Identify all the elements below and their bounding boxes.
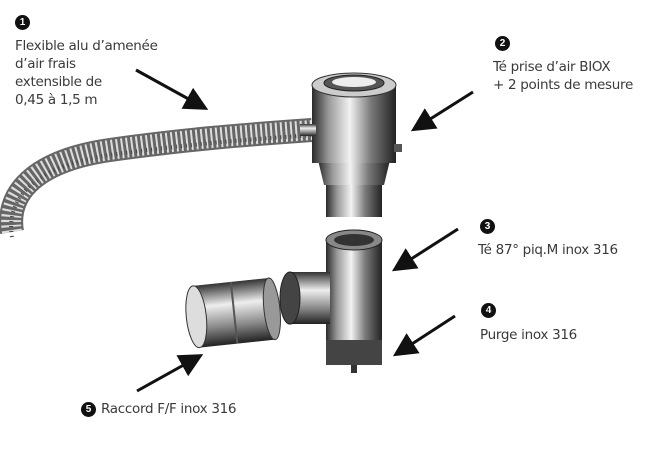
callout-3-badge: 3 bbox=[480, 219, 495, 234]
callout-1-line: Flexible alu d’amenée bbox=[15, 38, 158, 54]
callout-5-badge: 5 bbox=[81, 402, 96, 417]
callout-2-line: + 2 points de mesure bbox=[493, 77, 634, 93]
callout-1-line: 0,45 à 1,5 m bbox=[15, 92, 98, 108]
callout-5-label: Raccord F/F inox 316 bbox=[101, 401, 237, 417]
arrow-4 bbox=[392, 314, 456, 357]
arrow-2 bbox=[410, 90, 474, 132]
callout-2-badge: 2 bbox=[495, 36, 510, 51]
arrow-5 bbox=[136, 354, 204, 393]
flexible-hose bbox=[0, 118, 313, 238]
biox-tee bbox=[300, 72, 402, 217]
callout-1-badge: 1 bbox=[15, 15, 30, 30]
callout-1-line: d’air frais bbox=[15, 56, 76, 72]
callout-1-label: Flexible alu d’amenée d’air frais extens… bbox=[15, 37, 158, 109]
arrow-1 bbox=[135, 68, 209, 110]
callout-2-label: Té prise d’air BIOX + 2 points de mesure bbox=[493, 58, 633, 94]
callout-4-badge: 4 bbox=[481, 303, 496, 318]
tee-87 bbox=[279, 229, 383, 373]
raccord-ff bbox=[185, 277, 281, 349]
callout-3-label: Té 87° piq.M inox 316 bbox=[478, 242, 618, 258]
callout-1-line: extensible de bbox=[15, 74, 102, 90]
callout-4-label: Purge inox 316 bbox=[480, 327, 577, 343]
arrow-3 bbox=[391, 227, 459, 272]
callout-2-line: Té prise d’air BIOX bbox=[493, 59, 611, 75]
